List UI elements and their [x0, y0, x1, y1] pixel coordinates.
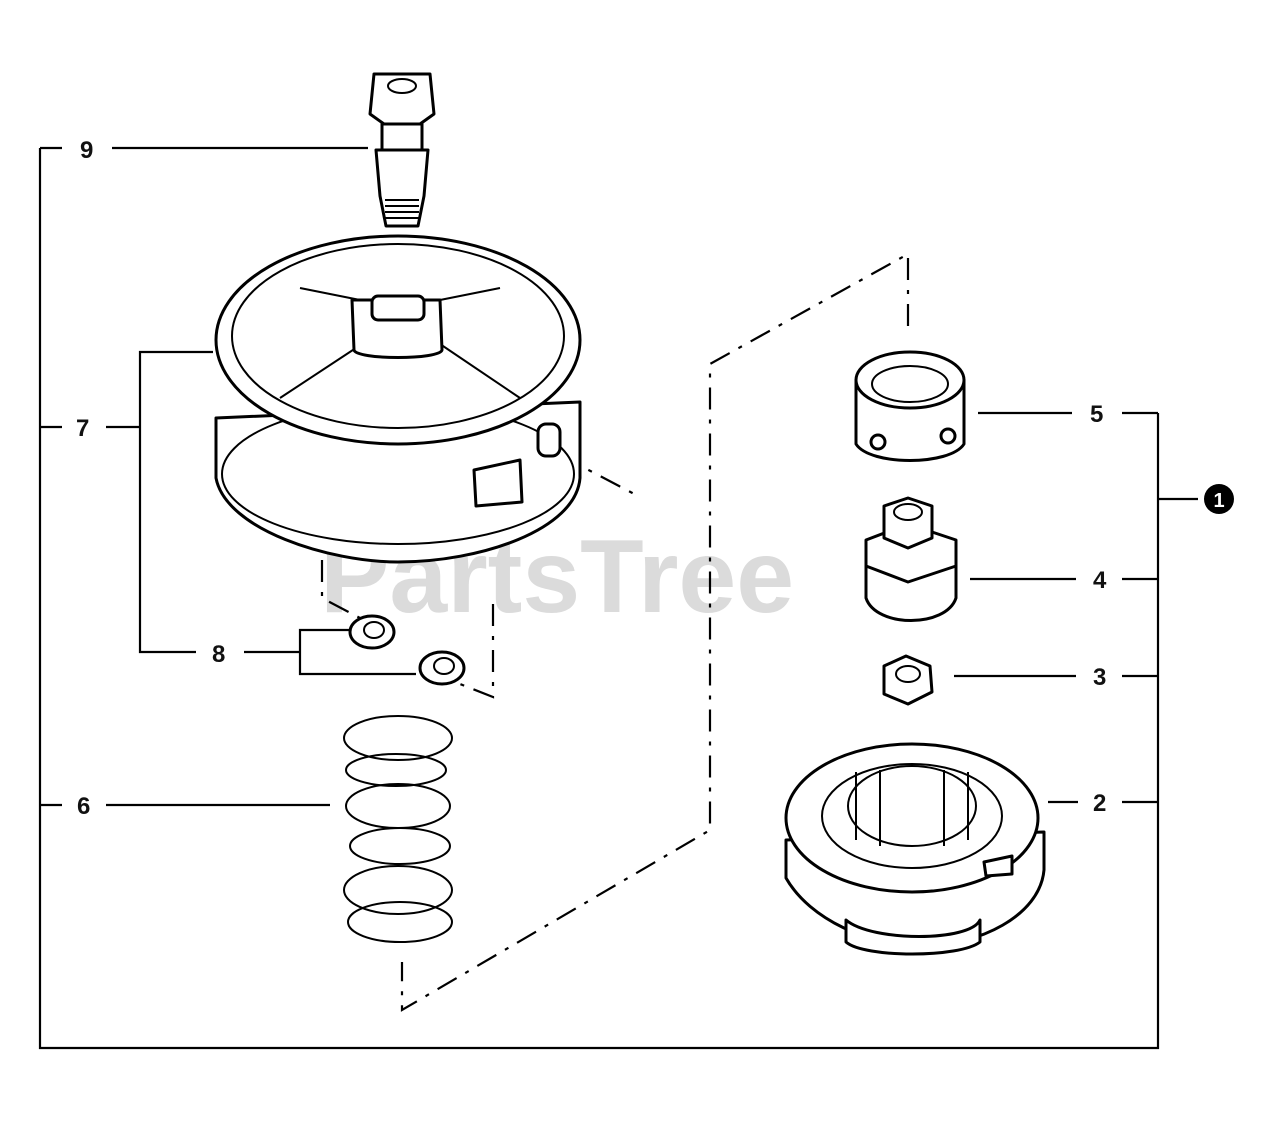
callout-1: 1 [1213, 490, 1224, 512]
callout-6: 6 [77, 793, 90, 820]
callout-3: 3 [1093, 664, 1106, 691]
callouts: 9 7 8 6 5 4 3 2 1 [76, 137, 1234, 820]
spring [343, 715, 453, 943]
adapter [864, 496, 958, 622]
spool-housing [784, 742, 1046, 956]
callout-2: 2 [1093, 790, 1106, 817]
callout-8: 8 [212, 641, 225, 668]
leader-lines [106, 350, 1078, 807]
callout-7: 7 [76, 415, 89, 442]
retainer-sleeve [854, 350, 966, 462]
callout-4: 4 [1093, 567, 1107, 594]
spool [214, 234, 582, 564]
callout-9: 9 [80, 137, 93, 164]
callout-5: 5 [1090, 401, 1103, 428]
callout-1-badge [1204, 484, 1234, 514]
arbor-bolt [368, 72, 436, 228]
eyelets [348, 614, 466, 686]
assembly-frame [38, 146, 1198, 1050]
hex-nut [882, 654, 934, 706]
